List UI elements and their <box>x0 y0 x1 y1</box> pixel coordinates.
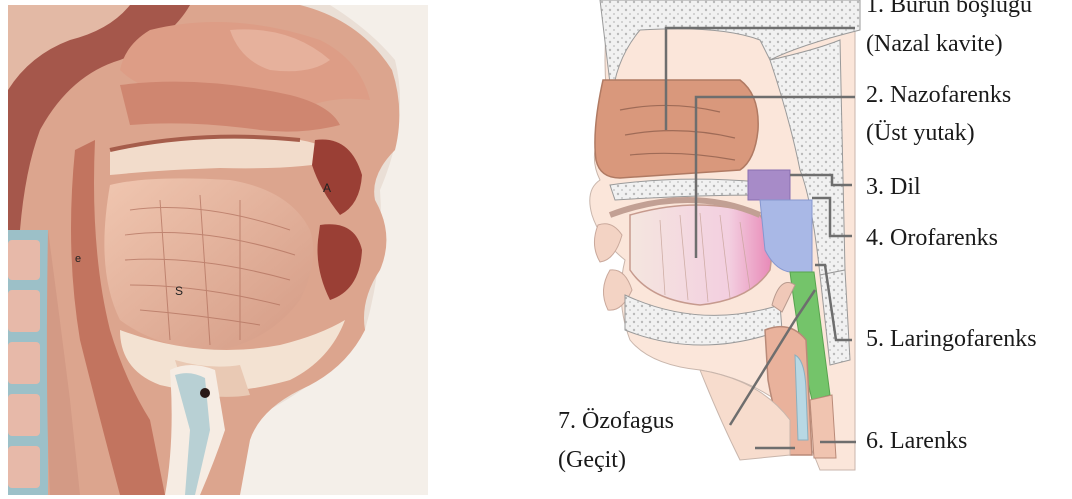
label-nasopharynx-line2: (Üst yutak) <box>866 120 975 146</box>
label-nasopharynx-line1: 2. Nazofarenks <box>866 82 1011 108</box>
label-esophagus-line1: 7. Özofagus <box>558 408 674 434</box>
svg-text:S: S <box>175 284 183 298</box>
svg-text:A: A <box>323 181 331 195</box>
spine-column <box>8 230 48 495</box>
label-nasal-cavity-line2: (Nazal kavite) <box>866 31 1003 57</box>
label-nasal-cavity-line1: 1. Burun boşluğu <box>866 0 1032 18</box>
label-larynx: 6. Larenks <box>866 428 967 454</box>
label-esophagus-line2: (Geçit) <box>558 447 626 473</box>
label-oropharynx: 4. Orofarenks <box>866 225 998 251</box>
label-laryngopharynx: 5. Laringofarenks <box>866 326 1037 352</box>
svg-text:e: e <box>75 253 81 265</box>
nasal-cavity-region <box>595 80 758 178</box>
pharynx-schematic <box>590 0 860 470</box>
anatomical-model-photo: A S e <box>8 5 428 495</box>
label-tongue: 3. Dil <box>866 174 921 200</box>
nasopharynx-region <box>748 170 790 200</box>
